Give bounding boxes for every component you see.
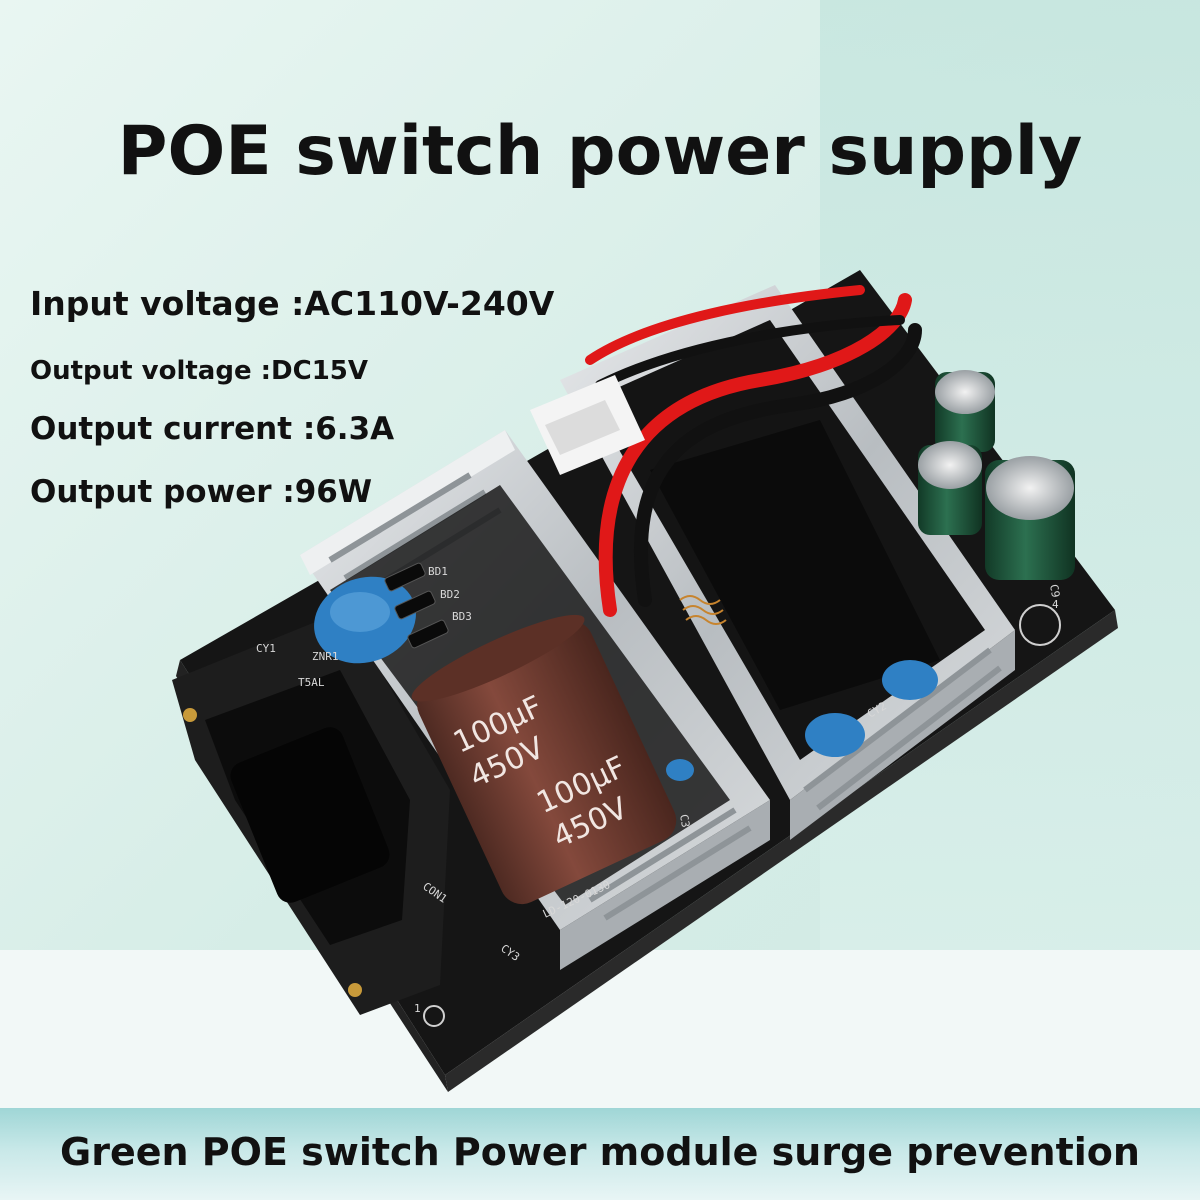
y-capacitor <box>314 576 938 781</box>
label-bd3: BD3 <box>452 610 472 623</box>
footer-band <box>0 1108 1200 1200</box>
bulk-capacitor: 100µF 450V 100µF 450V <box>411 614 677 905</box>
spec-output-current: Output current :6.3A <box>30 411 395 447</box>
spec-output-voltage: Output voltage :DC15V <box>30 356 368 386</box>
label-bd1: BD1 <box>428 565 448 578</box>
footer-caption: Green POE switch Power module surge prev… <box>60 1130 1140 1174</box>
label-4: 4 <box>1052 598 1059 611</box>
mounting-hole <box>423 1005 445 1027</box>
headline: POE switch power supply <box>117 112 1083 191</box>
output-capacitor <box>985 456 1075 580</box>
wire-connector <box>530 375 645 475</box>
label-znr1: ZNR1 <box>312 650 339 663</box>
spec-output-power: Output power :96W <box>30 474 373 510</box>
transformer-winding <box>679 595 727 625</box>
ac-inlet-connector <box>172 610 450 1015</box>
mounting-hole <box>1019 604 1061 646</box>
label-bd2: BD2 <box>440 588 460 601</box>
label-1: 1 <box>414 1002 421 1015</box>
label-fuse: T5AL <box>298 676 325 689</box>
bridge-diodes <box>384 562 449 649</box>
transformer <box>650 420 940 710</box>
wire-harness <box>585 285 922 617</box>
output-capacitor <box>935 370 995 452</box>
label-cy1: CY1 <box>256 642 276 655</box>
label-c9: C9 <box>1047 583 1062 598</box>
label-c3: C3 <box>677 813 692 828</box>
output-capacitor <box>918 441 982 535</box>
spec-input-voltage: Input voltage :AC110V-240V <box>30 284 555 323</box>
